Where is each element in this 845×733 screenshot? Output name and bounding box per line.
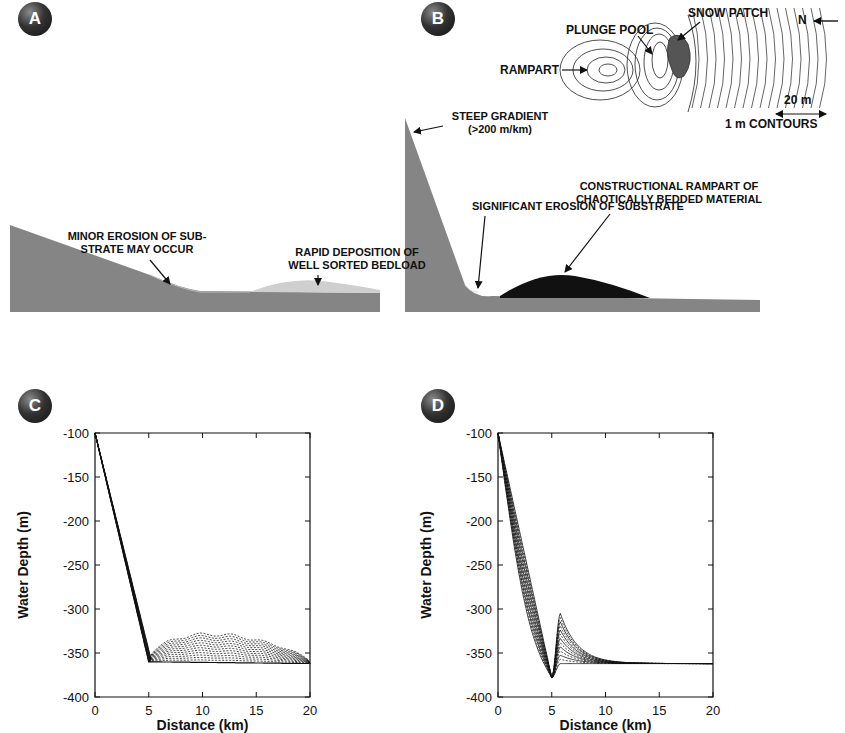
tick-label: 15 (652, 704, 666, 717)
tick-label: 20 (303, 704, 317, 717)
tick-label: 5 (145, 704, 152, 717)
callout-label: RAPID DEPOSITION OF WELL SORTED BEDLOAD (282, 246, 432, 272)
tick-label: 15 (249, 704, 263, 717)
panel-badge: B (421, 2, 455, 36)
contour-line (760, 8, 767, 108)
contour-line (735, 8, 742, 108)
profile-b (405, 118, 760, 312)
scale-label: 20 m (784, 93, 811, 107)
panel-badge: A (18, 2, 52, 36)
contour-line (743, 8, 750, 108)
contour-line (709, 8, 716, 108)
contour-line (726, 8, 733, 108)
profile-line (498, 433, 713, 678)
profile-line (498, 433, 713, 678)
profile-line (498, 433, 713, 678)
tick-label: -150 (466, 471, 492, 484)
tick-label: -200 (466, 515, 492, 528)
profile-line (498, 433, 713, 678)
panel-badge: D (421, 389, 455, 423)
contour-line (769, 8, 776, 108)
deposit-layer (149, 638, 310, 664)
panel-letter: A (29, 9, 41, 29)
panel-letter: D (432, 396, 444, 416)
callout-label: CONSTRUCTIONAL RAMPART OF CHAOTICALLY BE… (560, 180, 778, 206)
map-label: SNOW PATCH (688, 6, 768, 20)
tick-label: -300 (466, 603, 492, 616)
axis-title: Distance (km) (157, 719, 249, 732)
tick-label: -400 (466, 691, 492, 704)
profile-line (498, 433, 713, 678)
tick-label: -150 (63, 471, 89, 484)
axis-title: Distance (km) (560, 719, 652, 732)
profile-line (498, 433, 713, 678)
tick-label: -250 (63, 559, 89, 572)
deposit-layer (149, 636, 310, 664)
profile-line (498, 433, 713, 678)
deposit-layer (149, 633, 310, 664)
deposit-layer (149, 645, 310, 663)
plot-frame (498, 433, 713, 697)
tick-label: 5 (548, 704, 555, 717)
tick-label: -200 (63, 515, 89, 528)
tick-marks (498, 433, 713, 697)
tick-label: 0 (91, 704, 98, 717)
tick-label: -350 (466, 647, 492, 660)
map-label: PLUNGE POOL (566, 23, 653, 37)
axis-title: Water Depth (m) (17, 511, 30, 619)
map-label: RAMPART (500, 63, 559, 77)
contour-line (777, 8, 784, 108)
profile-line (498, 433, 713, 678)
profile-line (498, 433, 713, 678)
panel-letter: C (29, 396, 41, 416)
initial-profile (95, 433, 310, 664)
plot-frame (95, 433, 310, 697)
callout-label: MINOR EROSION OF SUB- STRATE MAY OCCUR (62, 230, 212, 256)
deposit-layer (149, 640, 310, 663)
tick-label: -300 (63, 603, 89, 616)
profile-line (498, 433, 713, 678)
tick-label: 20 (706, 704, 720, 717)
deposit-layer (149, 648, 310, 664)
contour-line (811, 8, 818, 108)
contour-line (718, 8, 725, 108)
axis-title: Water Depth (m) (420, 511, 433, 619)
tick-label: 10 (598, 704, 612, 717)
contour-line (701, 8, 708, 108)
deposit-layer (149, 643, 310, 664)
tick-label: -100 (63, 427, 89, 440)
tick-label: 0 (494, 704, 501, 717)
profile-line (498, 433, 713, 678)
tick-label: -400 (63, 691, 89, 704)
scale-label: 1 m CONTOURS (725, 117, 817, 131)
tick-label: 10 (195, 704, 209, 717)
tick-label: -350 (63, 647, 89, 660)
contour-line (820, 8, 827, 108)
profile-line (498, 433, 713, 678)
tick-marks (95, 433, 310, 697)
contour-line (752, 8, 759, 108)
north-label: N (798, 13, 807, 27)
callout-label: STEEP GRADIENT (>200 m/km) (440, 110, 560, 136)
profile-line (498, 433, 713, 678)
contour-line (692, 8, 699, 108)
tick-label: -250 (466, 559, 492, 572)
panel-letter: B (432, 9, 444, 29)
tick-label: -100 (466, 427, 492, 440)
panel-badge: C (18, 389, 52, 423)
